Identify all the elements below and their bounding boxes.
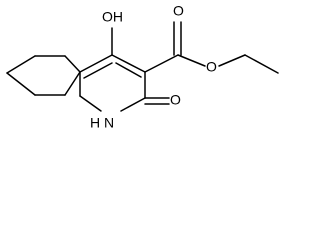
chemical-structure: OH O O H N O <box>6 3 279 131</box>
bond <box>64 55 81 73</box>
bond <box>79 54 113 73</box>
bond <box>218 54 246 67</box>
double-bond-inner <box>83 62 113 79</box>
ester-group <box>144 21 279 74</box>
saturated-ring <box>6 55 81 96</box>
bond <box>111 54 146 73</box>
lactam-carbonyl <box>144 97 170 105</box>
bond <box>79 95 102 112</box>
amine-nitrogen-label: N <box>104 115 114 131</box>
amine-hydrogen-label: H <box>90 115 100 131</box>
heteroaromatic-ring <box>79 54 146 112</box>
hydroxyl-label: OH <box>102 9 123 25</box>
ester-bridge-oxygen-label: O <box>206 59 217 75</box>
bond <box>64 71 81 96</box>
bond <box>144 54 179 73</box>
ester-carbonyl-oxygen-label: O <box>173 3 184 19</box>
double-bond-inner <box>115 62 142 78</box>
bond <box>120 97 146 112</box>
lactam-oxygen-label: O <box>170 92 181 108</box>
bond <box>177 54 206 67</box>
bond <box>6 55 36 74</box>
bond <box>244 54 279 74</box>
bond <box>6 72 36 96</box>
